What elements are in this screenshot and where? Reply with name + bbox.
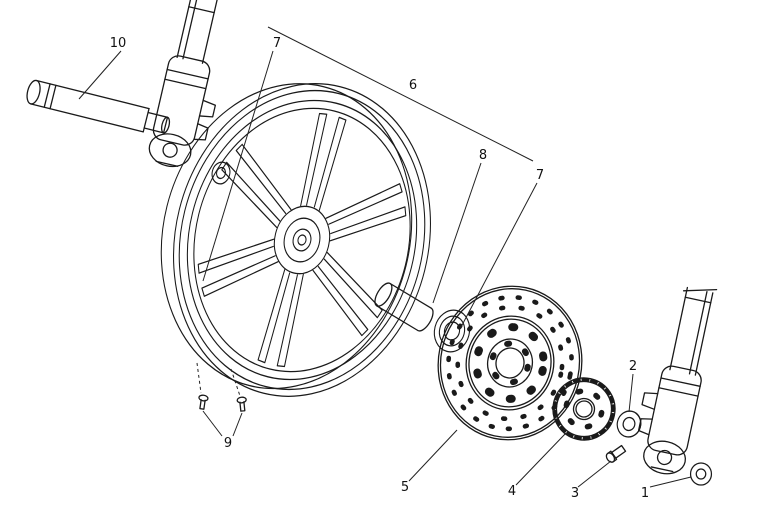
callout-1: 1 (641, 486, 649, 501)
leader-line-2 (629, 374, 633, 412)
callout-9: 9 (224, 436, 232, 451)
leader-line-7-right (460, 183, 537, 329)
callout-2: 2 (629, 359, 637, 374)
callout-7-right: 7 (536, 168, 544, 183)
callout-10: 10 (110, 36, 127, 51)
leader-line-8 (433, 163, 481, 303)
front-wheel (160, 83, 431, 397)
wheel-hub (273, 205, 331, 275)
leader-line-9b (233, 413, 242, 436)
callout-7-left: 7 (273, 36, 281, 51)
spacer-bushing (616, 410, 642, 438)
left-fork-leg (148, 0, 219, 168)
callout-4: 4 (508, 484, 516, 499)
leader-line-10 (79, 51, 121, 99)
leader-line-6 (268, 27, 533, 161)
callout-3: 3 (571, 486, 579, 501)
leader-dashed-9b (231, 369, 240, 396)
wheel-bearing (433, 309, 471, 353)
brake-disc (424, 273, 596, 453)
sensor-ring (547, 372, 621, 446)
screw (605, 444, 627, 463)
axle-cap (689, 462, 713, 486)
right-fork-leg (637, 286, 718, 475)
leader-dashed-9a (197, 363, 201, 393)
leader-line-4 (516, 433, 566, 485)
callout-5: 5 (401, 480, 409, 495)
leader-line-7-left (203, 51, 273, 281)
leader-line-3 (578, 461, 611, 487)
leader-line-9a (203, 411, 222, 436)
leader-line-1 (650, 477, 691, 487)
callout-8: 8 (479, 148, 487, 163)
callout-6: 6 (409, 78, 417, 93)
wheel-spokes (197, 112, 407, 368)
front-axle (26, 79, 171, 134)
wheel-weight-right (236, 396, 247, 412)
internal-spacer (374, 282, 434, 332)
leader-line-5 (409, 430, 457, 481)
wheel-weight-left (198, 394, 209, 410)
